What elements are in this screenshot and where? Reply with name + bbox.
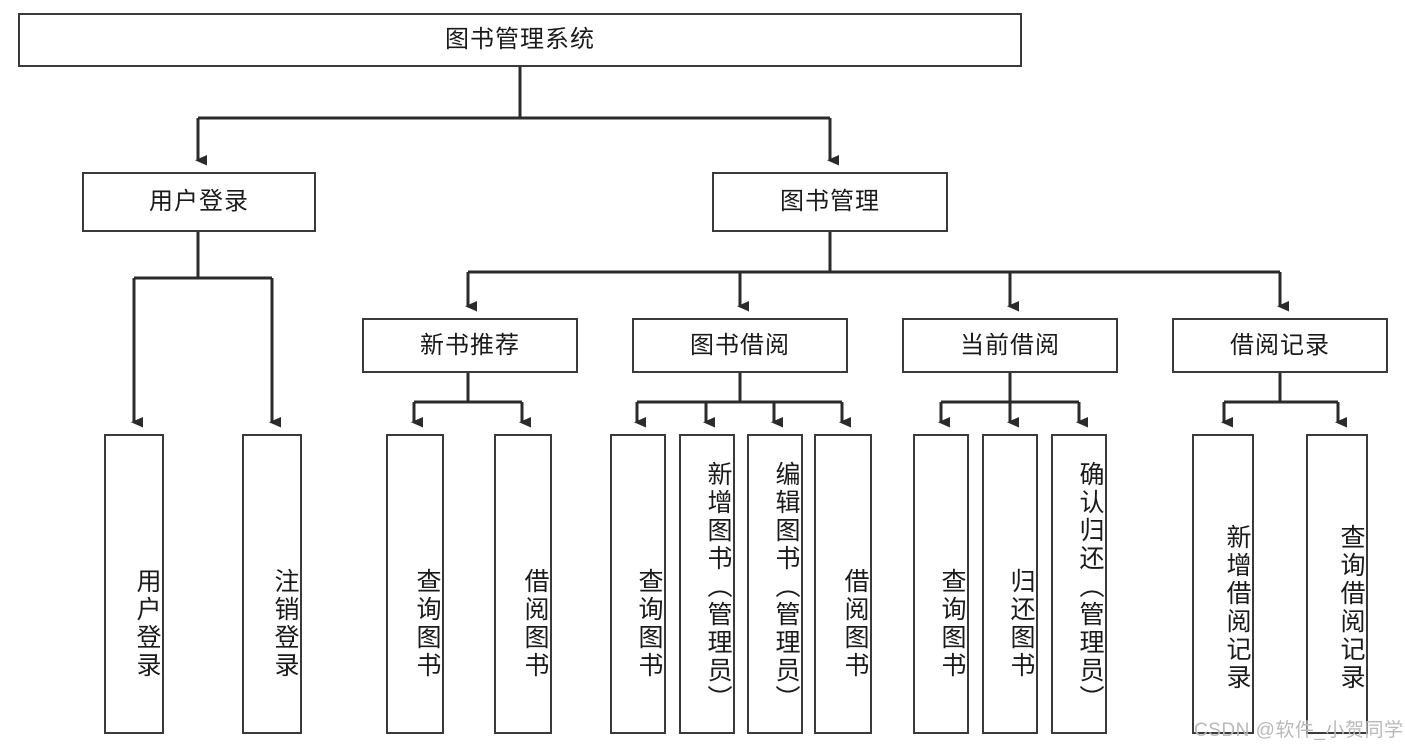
leaf-new-book-borrow[interactable]: 借阅图书 <box>494 434 552 734</box>
edge-group-new-book <box>411 373 531 428</box>
node-label: 借阅图书 <box>841 568 869 680</box>
node-book-borrow[interactable]: 图书借阅 <box>632 318 848 373</box>
node-label: 新增借阅记录 <box>1223 524 1251 692</box>
leaf-current-query-book[interactable]: 查询图书 <box>913 434 969 734</box>
leaf-borrow-query-book[interactable]: 查询图书 <box>610 434 666 734</box>
node-label: 图书管理系统 <box>445 26 595 53</box>
node-label: 用户登录 <box>149 188 249 215</box>
leaf-borrow-edit-book-admin[interactable]: 编辑图书（管理员） <box>747 434 803 734</box>
leaf-user-login-signin[interactable]: 用户登录 <box>104 434 164 734</box>
node-label: 查询图书 <box>635 568 663 680</box>
node-label: 借阅图书 <box>521 568 549 680</box>
node-label: 新增图书（管理员） <box>704 461 732 713</box>
node-root-system[interactable]: 图书管理系统 <box>18 13 1022 67</box>
leaf-borrow-borrow-book[interactable]: 借阅图书 <box>814 434 872 734</box>
leaf-records-query-record[interactable]: 查询借阅记录 <box>1306 434 1368 734</box>
node-user-login[interactable]: 用户登录 <box>82 172 316 232</box>
node-label: 归还图书 <box>1007 568 1035 680</box>
node-label: 当前借阅 <box>960 331 1060 359</box>
leaf-borrow-add-book-admin[interactable]: 新增图书（管理员） <box>679 434 735 734</box>
node-label: 查询图书 <box>413 568 441 680</box>
edge-group-current <box>938 373 1088 428</box>
node-label: 用户登录 <box>133 568 161 680</box>
leaf-user-login-signout[interactable]: 注销登录 <box>242 434 302 734</box>
node-label: 新书推荐 <box>420 331 520 359</box>
edge-group-book-mgmt <box>465 232 1289 312</box>
node-label: 图书借阅 <box>690 331 790 359</box>
node-new-book-recommend[interactable]: 新书推荐 <box>362 318 578 373</box>
leaf-current-confirm-return-admin[interactable]: 确认归还（管理员） <box>1051 434 1107 734</box>
node-current-borrow[interactable]: 当前借阅 <box>902 318 1118 373</box>
node-book-management[interactable]: 图书管理 <box>712 172 948 232</box>
edge-group-records <box>1221 373 1347 428</box>
node-label: 注销登录 <box>271 568 299 680</box>
leaf-records-add-record[interactable]: 新增借阅记录 <box>1192 434 1254 734</box>
leaf-new-book-query[interactable]: 查询图书 <box>386 434 444 734</box>
edge-group-borrow <box>634 373 851 428</box>
node-label: 查询图书 <box>938 568 966 680</box>
node-label: 查询借阅记录 <box>1337 524 1365 692</box>
leaf-current-return-book[interactable]: 归还图书 <box>982 434 1038 734</box>
node-label: 借阅记录 <box>1230 331 1330 359</box>
csdn-watermark: CSDN @软件_小贺同学 <box>1194 720 1404 741</box>
node-borrow-records[interactable]: 借阅记录 <box>1172 318 1388 373</box>
node-label: 确认归还（管理员） <box>1076 461 1104 713</box>
edge-group-root <box>195 67 839 166</box>
edge-group-user-login <box>131 232 281 428</box>
node-label: 编辑图书（管理员） <box>772 461 800 713</box>
node-label: 图书管理 <box>780 188 880 215</box>
